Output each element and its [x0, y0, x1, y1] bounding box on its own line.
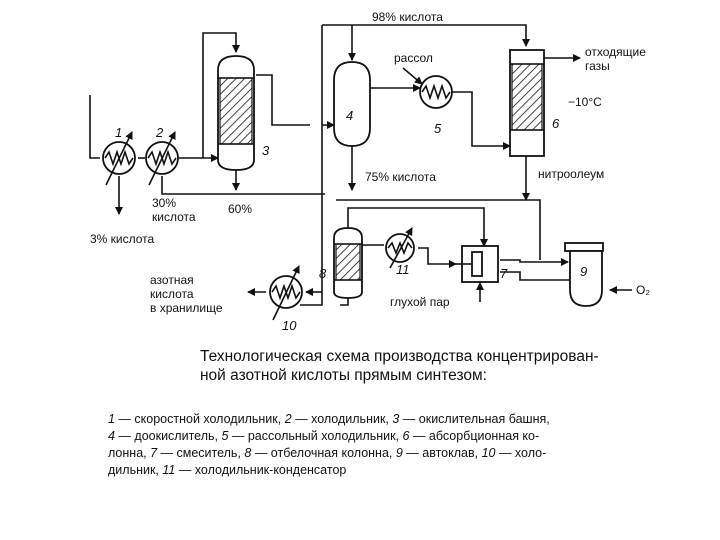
- cooler-10: [269, 265, 303, 321]
- label-acid98: 98% кислота: [372, 10, 443, 24]
- legend-num: 7: [150, 446, 158, 460]
- pipe-feed-in: [89, 95, 100, 159]
- legend-num: 1: [108, 412, 115, 426]
- legend-num: 4: [108, 429, 115, 443]
- pipe-3-4: [256, 74, 334, 125]
- label-nitrooleum: нитроолеум: [538, 167, 604, 181]
- legend-num: 3: [392, 412, 400, 426]
- legend-line: дильник, 11 — холодильник-конденсатор: [108, 462, 668, 479]
- autoclave-9: [564, 242, 604, 307]
- legend-text: — холодильник-конденсатор: [175, 463, 347, 477]
- label-nitric-1: азотная: [150, 273, 194, 287]
- oxidation-tower-3: [217, 55, 255, 171]
- pipe-brine: [402, 67, 423, 85]
- pipe-collector: [300, 25, 323, 306]
- legend-num: 11: [162, 463, 176, 477]
- legend-text: — абсорбционная ко-: [409, 429, 540, 443]
- legend-num: 5: [221, 429, 229, 443]
- pipe-header-8: [347, 207, 488, 247]
- legend-text: — окислительная башня,: [399, 412, 550, 426]
- pipe-acid98: [322, 24, 530, 47]
- number-3: 3: [262, 143, 270, 158]
- label-nitric-2: кислота: [150, 287, 194, 301]
- number-1: 1: [115, 125, 122, 140]
- legend-num: 8: [244, 446, 252, 460]
- number-4: 4: [346, 108, 353, 123]
- cooler-1: [102, 131, 136, 186]
- pipe-header-9: [336, 199, 541, 260]
- mixer-7: [456, 245, 499, 283]
- legend-line: 1 — скоростной холодильник, 2 — холодиль…: [108, 411, 668, 428]
- legend-num: 2: [284, 412, 292, 426]
- label-acid30-2: кислота: [152, 210, 196, 224]
- number-7: 7: [500, 266, 508, 281]
- legend-line: 4 — доокислитель, 5 — рассольный холодил…: [108, 428, 668, 445]
- caption: Технологическая схема производства конце…: [200, 347, 680, 385]
- legend-text: — отбелочная колонна,: [251, 446, 396, 460]
- number-11: 11: [396, 262, 410, 277]
- label-o2: O₂: [636, 283, 650, 297]
- pipe-acid30: [161, 176, 325, 195]
- brine-cooler-5: [419, 75, 453, 109]
- number-2: 2: [155, 125, 164, 140]
- legend-text: — холо-: [495, 446, 547, 460]
- caption-line-2: ной азотной кислоты прямым синтезом:: [200, 367, 487, 384]
- condenser-11: [385, 227, 415, 269]
- label-nitric-3: в хранилище: [150, 301, 223, 315]
- number-8: 8: [319, 266, 327, 281]
- label-brine: рассол: [394, 51, 433, 65]
- number-5: 5: [434, 121, 442, 136]
- legend-num: 9: [395, 446, 403, 460]
- label-steam: глухой пар: [390, 295, 450, 309]
- oxidizer-4: [333, 61, 371, 147]
- process-scheme: 98% кислота рассол отходящие газы −10°С …: [89, 10, 650, 333]
- bleaching-column-8: [333, 227, 363, 299]
- label-acid60: 60%: [228, 202, 252, 216]
- pipe-5-6: [452, 91, 511, 150]
- number-10: 10: [282, 318, 297, 333]
- label-offgas-1: отходящие: [585, 45, 646, 59]
- legend-text: дильник,: [108, 463, 163, 477]
- pipe-11-7: [418, 247, 457, 268]
- label-acid75: 75% кислота: [365, 170, 436, 184]
- legend-num: 10: [481, 446, 496, 460]
- pipes: [89, 24, 632, 306]
- legend-text: — холодильник,: [291, 412, 393, 426]
- legend-text: лонна,: [108, 446, 151, 460]
- pipe-7-9: [500, 258, 569, 266]
- pipe-8-10: [340, 296, 349, 306]
- legend-text: — автоклав,: [402, 446, 482, 460]
- label-temperature: −10°С: [568, 95, 602, 109]
- legend-text: — рассольный холодильник,: [228, 429, 403, 443]
- legend-text: — смеситель,: [157, 446, 245, 460]
- pipe-9-7: [500, 271, 570, 281]
- caption-line-1: Технологическая схема производства конце…: [200, 348, 599, 365]
- legend-text: — скоростной холодильник,: [114, 412, 285, 426]
- cooler-2: [145, 131, 179, 186]
- legend-text: — доокислитель,: [114, 429, 222, 443]
- pipe-tower3-top: [202, 32, 240, 158]
- number-9: 9: [580, 264, 587, 279]
- number-6: 6: [552, 116, 560, 131]
- label-offgas-2: газы: [585, 59, 610, 73]
- legend-num: 6: [402, 429, 410, 443]
- label-acid3: 3% кислота: [90, 232, 155, 246]
- legend: 1 — скоростной холодильник, 2 — холодиль…: [108, 411, 668, 479]
- absorption-column-6: [509, 49, 545, 157]
- legend-line: лонна, 7 — смеситель, 8 — отбелочная кол…: [108, 445, 668, 462]
- label-acid30-1: 30%: [152, 196, 176, 210]
